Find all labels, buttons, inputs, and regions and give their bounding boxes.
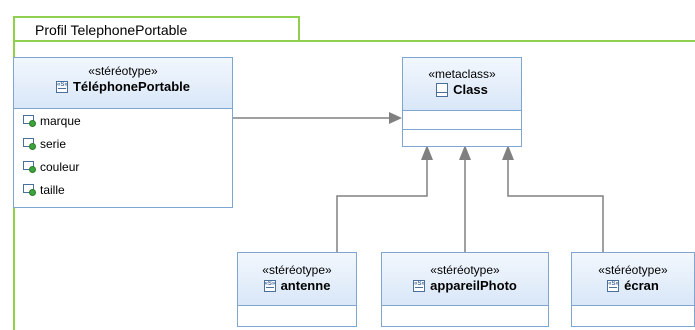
stereotype-label: «stéréotype» xyxy=(262,263,332,277)
stereotype-label: «stéréotype» xyxy=(598,263,668,277)
attribute-icon xyxy=(23,184,36,196)
class-name: écran xyxy=(624,278,659,293)
generalization-line-ecran xyxy=(507,160,604,252)
generalization-line-antenne xyxy=(336,160,428,252)
stereotype-icon: «S» xyxy=(413,279,426,292)
class-header: «stéréotype» «S» écran xyxy=(572,253,694,306)
attribute-name: serie xyxy=(40,136,67,151)
class-compartment xyxy=(403,129,521,147)
class-header: «stéréotype» «S» appareilPhoto xyxy=(382,253,548,306)
class-name: Class xyxy=(453,82,488,97)
class-header: «stéréotype» «S» TéléphonePortable xyxy=(14,58,232,109)
stereotype-icon: «S» xyxy=(263,279,276,292)
class-appareil-photo[interactable]: «stéréotype» «S» appareilPhoto xyxy=(381,252,549,327)
class-antenne[interactable]: «stéréotype» «S» antenne xyxy=(237,252,357,327)
attribute-name: taille xyxy=(40,182,65,197)
class-name: TéléphonePortable xyxy=(72,79,191,94)
attribute-row[interactable]: serie xyxy=(14,132,232,155)
class-icon xyxy=(436,82,449,97)
metaclass-class[interactable]: «metaclass» Class xyxy=(402,57,522,147)
generalization-arrowhead-ecran xyxy=(502,145,514,160)
class-name: antenne xyxy=(280,278,331,293)
attribute-icon xyxy=(23,115,36,127)
attribute-name: couleur xyxy=(40,159,80,174)
attribute-row[interactable]: taille xyxy=(14,178,232,201)
class-header: «metaclass» Class xyxy=(403,58,521,111)
attribute-icon xyxy=(23,161,36,173)
class-name: appareilPhoto xyxy=(430,278,517,293)
generalization-arrowhead-antenne xyxy=(421,145,433,160)
profile-label: Profil TelephonePortable xyxy=(35,22,188,38)
profile-frame-top-border xyxy=(298,40,695,42)
class-compartment xyxy=(403,111,521,129)
stereotype-icon: «S» xyxy=(607,279,620,292)
attribute-row[interactable]: couleur xyxy=(14,155,232,178)
extension-arrowhead xyxy=(389,112,402,124)
class-ecran[interactable]: «stéréotype» «S» écran xyxy=(571,252,695,327)
attribute-row[interactable]: marque xyxy=(14,109,232,132)
stereotype-label: «stéréotype» xyxy=(430,263,500,277)
attribute-name: marque xyxy=(40,113,81,128)
profile-frame-tab: Profil TelephonePortable xyxy=(13,16,300,42)
generalization-arrowhead-appareil xyxy=(459,145,471,160)
attribute-icon xyxy=(23,138,36,150)
metaclass-label: «metaclass» xyxy=(428,67,496,81)
class-telephone-portable[interactable]: «stéréotype» «S» TéléphonePortable marqu… xyxy=(13,57,233,208)
stereotype-icon: «S» xyxy=(55,80,68,93)
stereotype-label: «stéréotype» xyxy=(88,64,158,78)
class-header: «stéréotype» «S» antenne xyxy=(238,253,356,306)
